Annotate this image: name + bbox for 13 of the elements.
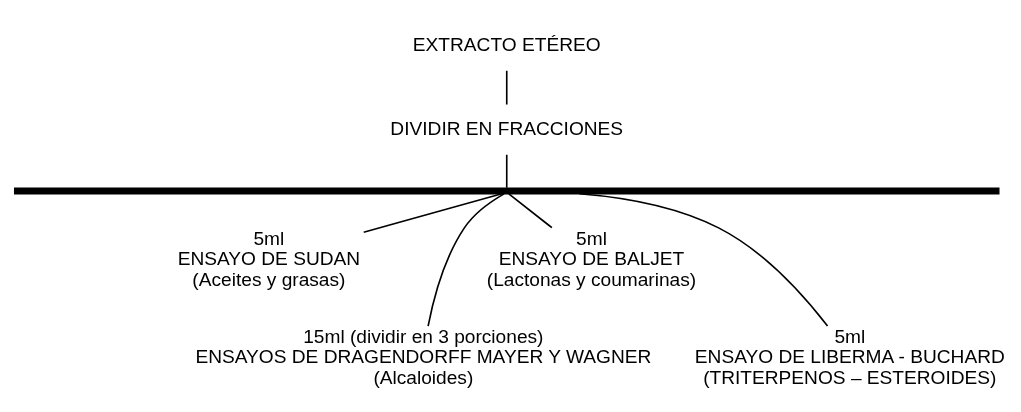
node-text: 15ml (dividir en 3 porciones) ENSAYOS DE DRAGENDORFF MAYER Y WAGNER (Alcaloides) [195, 325, 652, 388]
connector [362, 192, 503, 233]
connector [505, 153, 508, 189]
node-text: 5ml ENSAYO DE LIBERMA - BUCHARD (TRITERPENOS – ESTEROIDES) [694, 325, 1005, 388]
connector [427, 193, 505, 328]
connector [578, 192, 829, 327]
node-text: EXTRACTO ETÉREO [412, 34, 601, 56]
node-text: DIVIDIR EN FRACCIONES [390, 117, 624, 139]
node-bar [13, 187, 1000, 195]
node-text: 5ml ENSAYO DE SUDAN (Aceites y grasas) [177, 227, 361, 290]
connector [505, 69, 508, 106]
connector [508, 193, 553, 229]
node-text: 5ml ENSAYO DE BALJET (Lactonas y coumarinas) [486, 227, 697, 290]
